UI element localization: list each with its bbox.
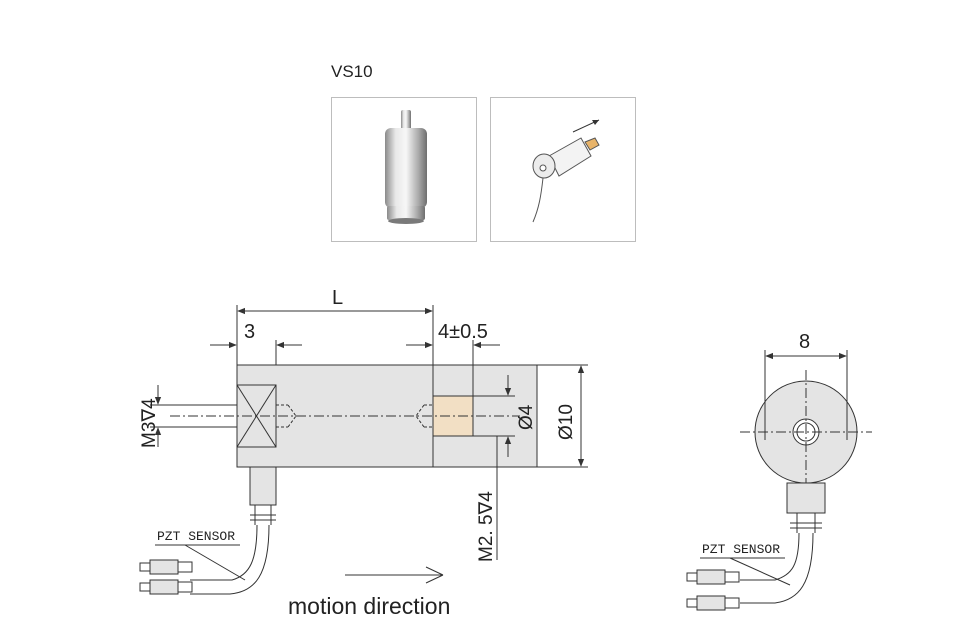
- dim-tip-label: 4±0.5: [438, 321, 488, 343]
- dim-width-label: 8: [799, 331, 810, 353]
- dim-body-label: Ø10: [556, 404, 577, 440]
- cable-label-end: PZT SENSOR: [702, 542, 780, 557]
- cable-label-side: PZT SENSOR: [157, 529, 235, 544]
- thread-left-label: M3∇4: [139, 398, 160, 448]
- product-photo: [331, 97, 477, 242]
- actuator-sketch-icon: [532, 119, 600, 223]
- motion-direction-label: motion direction: [288, 593, 450, 619]
- product-sketch: [490, 97, 636, 242]
- end-dimensions: [764, 350, 848, 440]
- dim-bore-label: Ø4: [516, 404, 537, 430]
- dim-3-label: 3: [244, 321, 255, 343]
- dim-length-label: L: [332, 287, 343, 309]
- model-name: VS10: [331, 62, 373, 81]
- end-view: [686, 370, 872, 611]
- side-dimensions: [150, 305, 588, 560]
- side-view: [139, 364, 538, 595]
- actuator-photo-icon: [385, 110, 427, 224]
- thread-tip-label: M2. 5∇4: [476, 491, 497, 562]
